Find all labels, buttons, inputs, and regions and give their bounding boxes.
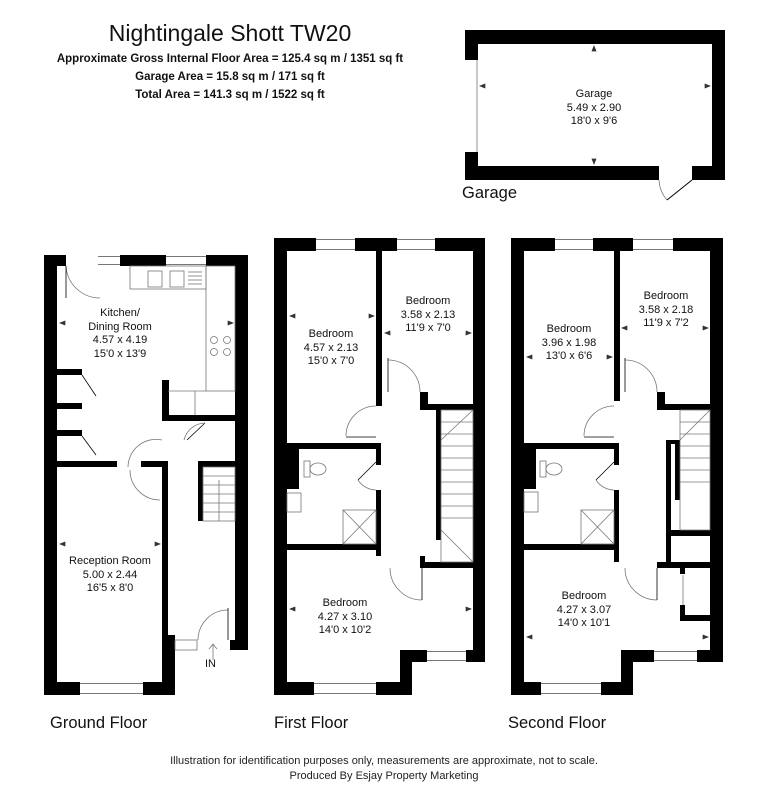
gross-area-text: Approximate Gross Internal Floor Area = … bbox=[56, 53, 404, 65]
room-label-bedroom: Bedroom 4.27 x 3.10 14'0 x 10'2 bbox=[317, 597, 373, 636]
room-label-bedroom: Bedroom 4.57 x 2.13 15'0 x 7'0 bbox=[303, 328, 359, 367]
wall bbox=[697, 650, 723, 662]
total-area-text: Total Area = 141.3 sq m / 1522 sq ft bbox=[135, 89, 325, 101]
wall bbox=[376, 443, 381, 465]
wall bbox=[435, 238, 485, 251]
wall bbox=[400, 650, 427, 662]
wall bbox=[198, 461, 203, 521]
wall bbox=[198, 461, 242, 467]
window bbox=[397, 239, 435, 250]
window bbox=[314, 683, 376, 694]
wall bbox=[666, 530, 716, 536]
window bbox=[541, 683, 601, 694]
garage-area-text: Garage Area = 15.8 sq m / 171 sq ft bbox=[135, 71, 325, 83]
wall bbox=[44, 255, 66, 266]
room-label-reception: Reception Room 5.00 x 2.44 16'5 x 8'0 bbox=[69, 555, 151, 594]
first-floor-label: First Floor bbox=[274, 714, 349, 732]
wall bbox=[666, 440, 671, 565]
wall bbox=[511, 238, 555, 251]
wall bbox=[524, 443, 616, 449]
wall bbox=[206, 255, 248, 266]
wall bbox=[274, 238, 316, 251]
window bbox=[427, 651, 466, 661]
wall bbox=[235, 255, 248, 650]
window bbox=[166, 256, 206, 265]
wall bbox=[57, 369, 82, 375]
garage-label: Garage bbox=[462, 184, 518, 202]
room-label-bedroom: Bedroom 3.58 x 2.18 11'9 x 7'2 bbox=[638, 290, 694, 329]
room-label-bedroom: Bedroom 4.27 x 3.07 14'0 x 10'1 bbox=[556, 590, 612, 629]
disclaimer-text: Illustration for identification purposes… bbox=[170, 755, 598, 767]
wall bbox=[692, 166, 725, 180]
wall bbox=[666, 440, 680, 444]
room-label-bedroom: Bedroom 3.96 x 1.98 13'0 x 6'6 bbox=[541, 323, 597, 362]
wall bbox=[614, 251, 620, 401]
wall bbox=[420, 404, 475, 410]
wall bbox=[657, 404, 712, 410]
wall bbox=[162, 461, 168, 645]
wall bbox=[614, 490, 619, 562]
wall bbox=[465, 30, 478, 60]
wall bbox=[710, 238, 723, 662]
wall bbox=[511, 682, 541, 695]
wall bbox=[420, 556, 425, 566]
wall bbox=[287, 449, 299, 489]
wall bbox=[473, 238, 485, 662]
wall bbox=[675, 440, 680, 500]
wall bbox=[420, 562, 475, 568]
wall bbox=[712, 30, 725, 180]
wall bbox=[621, 650, 654, 662]
room-label-bedroom: Bedroom 3.58 x 2.13 11'9 x 7'0 bbox=[400, 295, 456, 334]
wall bbox=[287, 443, 377, 449]
wall bbox=[420, 392, 428, 410]
window bbox=[633, 239, 673, 250]
wall bbox=[355, 238, 397, 251]
wall bbox=[162, 635, 174, 645]
wall bbox=[57, 403, 82, 409]
ground-floor-label: Ground Floor bbox=[50, 714, 148, 732]
window bbox=[654, 651, 697, 661]
wall bbox=[141, 461, 163, 467]
window bbox=[80, 683, 143, 694]
wall bbox=[680, 562, 685, 574]
entrance-label: IN bbox=[205, 658, 216, 670]
wall bbox=[511, 238, 524, 695]
wall bbox=[524, 544, 618, 550]
wall bbox=[274, 238, 287, 695]
wall bbox=[57, 461, 117, 467]
room-label-garage: Garage 5.49 x 2.90 18'0 x 9'6 bbox=[566, 88, 622, 127]
window bbox=[555, 239, 593, 250]
wall bbox=[465, 30, 725, 44]
wall bbox=[614, 443, 619, 465]
wall bbox=[376, 490, 381, 556]
wall bbox=[162, 415, 242, 421]
wall bbox=[274, 682, 314, 695]
wall bbox=[44, 682, 80, 695]
credit-text: Produced By Esjay Property Marketing bbox=[289, 770, 479, 782]
wall bbox=[466, 650, 485, 662]
wall bbox=[287, 544, 381, 550]
wall bbox=[376, 251, 382, 406]
wall bbox=[162, 635, 175, 695]
wall bbox=[524, 449, 536, 489]
wall bbox=[680, 615, 715, 621]
window bbox=[98, 256, 120, 265]
wall bbox=[657, 392, 665, 410]
wall bbox=[593, 238, 633, 251]
wall bbox=[465, 166, 659, 180]
plan-title: Nightingale Shott TW20 bbox=[108, 20, 352, 46]
wall bbox=[436, 410, 441, 540]
wall bbox=[120, 255, 166, 266]
window bbox=[316, 239, 355, 250]
wall bbox=[230, 640, 248, 650]
room-label-kitchen-dining: Kitchen/ Dining Room 4.57 x 4.19 15'0 x … bbox=[88, 307, 152, 360]
wall bbox=[44, 255, 57, 695]
wall bbox=[162, 380, 169, 420]
wall bbox=[57, 430, 82, 436]
second-floor-label: Second Floor bbox=[508, 714, 607, 732]
wall bbox=[680, 605, 685, 621]
